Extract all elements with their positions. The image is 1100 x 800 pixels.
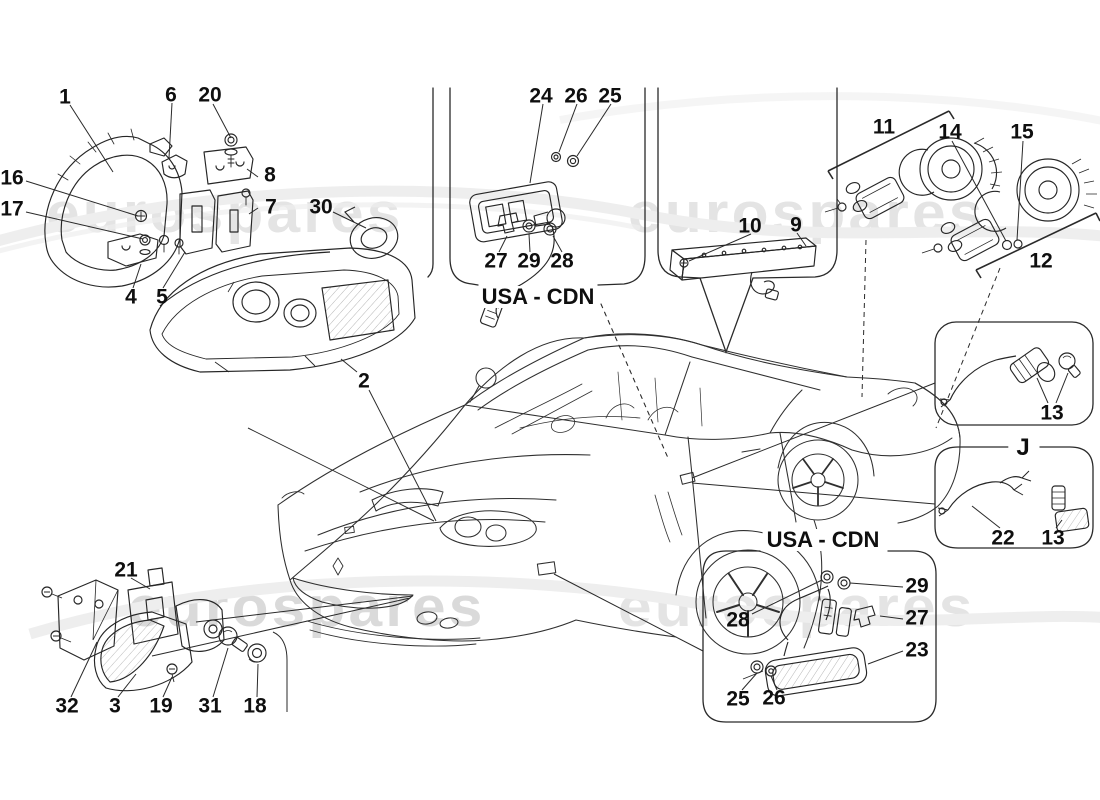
eurospares-watermark: eurospares	[618, 575, 976, 639]
part-callout-24[interactable]: 24	[529, 84, 553, 108]
part-callout-14[interactable]: 14	[938, 120, 962, 144]
part-third-brake-light	[669, 237, 817, 301]
part-callout-17[interactable]: 17	[0, 197, 24, 221]
part-callout-20[interactable]: 20	[198, 83, 222, 107]
part-callout-29[interactable]: 29	[517, 249, 541, 273]
part-callout-22[interactable]: 22	[991, 526, 1015, 550]
region-label-j: J	[1008, 436, 1038, 460]
car-illustration	[277, 333, 961, 655]
part-callout-7[interactable]: 7	[265, 195, 277, 219]
part-front-fog-lamp-group	[41, 567, 267, 692]
region-borders	[427, 87, 1094, 723]
region-label-usa-cdn-bottom: USA - CDN	[762, 529, 884, 551]
part-headlight-frame-group	[44, 128, 254, 288]
part-callout-1[interactable]: 1	[59, 85, 71, 109]
part-harness-and-connector	[937, 470, 1090, 533]
watermark-swoosh	[0, 92, 1100, 640]
region-label-usa-cdn-top: USA - CDN	[477, 286, 599, 308]
part-seal-ring	[344, 206, 399, 259]
part-headlamp-unit	[149, 247, 416, 373]
part-bulb-and-socket	[939, 347, 1081, 408]
part-callout-27[interactable]: 27	[484, 249, 508, 273]
part-callout-25[interactable]: 25	[598, 84, 622, 108]
part-callout-26[interactable]: 26	[762, 686, 786, 710]
part-callout-13[interactable]: 13	[1041, 526, 1065, 550]
part-callout-29[interactable]: 29	[905, 574, 929, 598]
part-callout-26[interactable]: 26	[564, 84, 588, 108]
part-callout-27[interactable]: 27	[905, 606, 929, 630]
part-callout-3[interactable]: 3	[109, 694, 121, 718]
part-callout-4[interactable]: 4	[125, 285, 137, 309]
part-rear-light-clusters	[824, 137, 1097, 262]
part-callout-30[interactable]: 30	[309, 195, 333, 219]
part-rear-side-marker-group	[742, 570, 876, 697]
part-callout-19[interactable]: 19	[149, 694, 173, 718]
part-callout-13[interactable]: 13	[1040, 401, 1064, 425]
part-callout-16[interactable]: 16	[0, 166, 24, 190]
part-callout-5[interactable]: 5	[156, 285, 168, 309]
leader-lines	[25, 102, 1100, 712]
part-callout-31[interactable]: 31	[198, 694, 222, 718]
part-callout-23[interactable]: 23	[905, 638, 929, 662]
part-callout-21[interactable]: 21	[114, 558, 138, 582]
part-callout-9[interactable]: 9	[790, 213, 802, 237]
part-callout-12[interactable]: 12	[1029, 249, 1053, 273]
part-callout-25[interactable]: 25	[726, 687, 750, 711]
part-callout-18[interactable]: 18	[243, 694, 267, 718]
part-callout-8[interactable]: 8	[264, 163, 276, 187]
part-callout-28[interactable]: 28	[550, 249, 574, 273]
part-callout-28[interactable]: 28	[726, 608, 750, 632]
part-callout-32[interactable]: 32	[55, 694, 79, 718]
part-callout-6[interactable]: 6	[165, 83, 177, 107]
part-callout-2[interactable]: 2	[358, 369, 370, 393]
part-front-side-marker-group	[469, 151, 580, 328]
part-callout-15[interactable]: 15	[1010, 120, 1034, 144]
part-callout-10[interactable]: 10	[738, 214, 762, 238]
part-callout-11[interactable]: 11	[872, 115, 896, 139]
